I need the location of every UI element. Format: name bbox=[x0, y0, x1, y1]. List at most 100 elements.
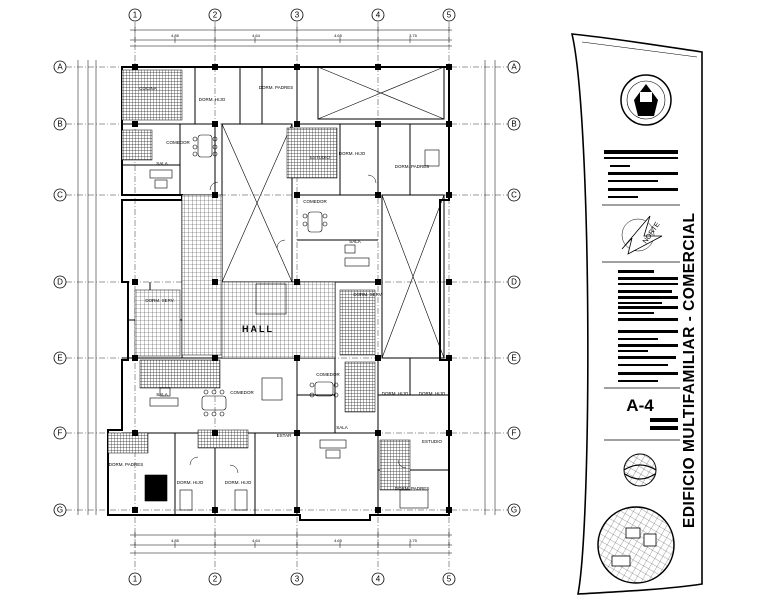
tiled-areas bbox=[107, 69, 411, 491]
svg-text:4.65: 4.65 bbox=[334, 33, 343, 38]
svg-text:4: 4 bbox=[376, 11, 381, 20]
dorm-serv-label-2: DORM. SERV. bbox=[353, 292, 382, 297]
north-arrow-icon: NORTE bbox=[621, 215, 663, 255]
sala-label-1: SALA bbox=[156, 161, 168, 166]
svg-text:3: 3 bbox=[295, 11, 300, 20]
axis-5-top: 5 bbox=[442, 8, 456, 22]
svg-text:5: 5 bbox=[447, 575, 452, 584]
svg-text:4.64: 4.64 bbox=[252, 538, 261, 543]
dorm-padres-label-3: DORM. PADRES bbox=[109, 462, 143, 467]
sala-label-4: SALA bbox=[336, 425, 348, 430]
svg-text:4.85: 4.85 bbox=[171, 33, 180, 38]
svg-text:B: B bbox=[511, 120, 516, 129]
axis-f-right: F bbox=[507, 426, 521, 440]
title-block-notes bbox=[618, 270, 678, 382]
axis-c-right: C bbox=[507, 188, 521, 202]
axis-3-top: 3 bbox=[290, 8, 304, 22]
svg-text:C: C bbox=[511, 191, 517, 200]
door-swings bbox=[189, 174, 407, 474]
row-axis-bubbles: A B C D E F G A B C D E F G bbox=[53, 60, 521, 517]
dorm-padres-label-2: DORM. PADRES bbox=[395, 164, 429, 169]
dorm-serv-label-1: DORM. SERV. bbox=[145, 298, 174, 303]
location-map bbox=[597, 506, 675, 584]
axis-g-right: G bbox=[507, 503, 521, 517]
svg-text:5: 5 bbox=[447, 11, 452, 20]
estudio-label-1: ESTUDIO bbox=[310, 155, 331, 160]
svg-text:2: 2 bbox=[213, 11, 218, 20]
svg-text:4.65: 4.65 bbox=[334, 538, 343, 543]
svg-text:A: A bbox=[57, 63, 63, 72]
axis-a-right: A bbox=[507, 60, 521, 74]
university-seal-logo bbox=[620, 74, 672, 126]
svg-text:1: 1 bbox=[133, 575, 138, 584]
dorm-hijo-label-5: DORM. HIJO bbox=[382, 391, 409, 396]
svg-text:3: 3 bbox=[295, 575, 300, 584]
axis-b-right: B bbox=[507, 117, 521, 131]
estudio-label-2: ESTUDIO bbox=[422, 439, 443, 444]
axis-d-right: D bbox=[507, 275, 521, 289]
axis-1-bottom: 1 bbox=[128, 572, 142, 586]
axis-g-left: G bbox=[53, 503, 67, 517]
globe-logo bbox=[623, 453, 657, 487]
light-well-crosses bbox=[221, 66, 445, 359]
axis-e-right: E bbox=[507, 351, 521, 365]
dorm-padres-label-1: DORM. PADRES bbox=[259, 85, 293, 90]
svg-text:4: 4 bbox=[376, 575, 381, 584]
svg-text:B: B bbox=[57, 120, 62, 129]
svg-text:G: G bbox=[57, 506, 63, 515]
svg-text:A: A bbox=[511, 63, 517, 72]
axis-4-bottom: 4 bbox=[371, 572, 385, 586]
svg-text:F: F bbox=[512, 429, 517, 438]
axis-a-left: A bbox=[53, 60, 67, 74]
axis-2-top: 2 bbox=[208, 8, 222, 22]
svg-text:D: D bbox=[511, 278, 517, 287]
svg-text:F: F bbox=[58, 429, 63, 438]
axis-2-bottom: 2 bbox=[208, 572, 222, 586]
svg-text:4.85: 4.85 bbox=[171, 538, 180, 543]
column-axis-bubbles: 1 2 3 4 5 1 2 3 4 5 bbox=[128, 8, 456, 586]
structural-columns bbox=[132, 64, 452, 513]
comedor-label-4: COMEDOR bbox=[316, 372, 340, 377]
svg-text:E: E bbox=[57, 354, 62, 363]
dorm-hijo-label-2: DORM. HIJO bbox=[339, 151, 366, 156]
svg-text:D: D bbox=[57, 278, 63, 287]
svg-text:G: G bbox=[511, 506, 517, 515]
comedor-label-3: COMEDOR bbox=[230, 390, 254, 395]
hall-label: HALL bbox=[242, 324, 274, 334]
axis-3-bottom: 3 bbox=[290, 572, 304, 586]
dorm-hijo-label-6: DORM. HIJO bbox=[419, 391, 446, 396]
svg-text:E: E bbox=[511, 354, 516, 363]
dorm-hijo-label-1: DORM. HIJO bbox=[199, 97, 226, 102]
svg-text:3.75: 3.75 bbox=[409, 538, 418, 543]
axis-c-left: C bbox=[53, 188, 67, 202]
axis-5-bottom: 5 bbox=[442, 572, 456, 586]
dimension-texts: 4.85 4.64 4.65 3.75 4.85 4.64 4.65 3.75 bbox=[171, 33, 418, 543]
axis-1-top: 1 bbox=[128, 8, 142, 22]
axis-b-left: B bbox=[53, 117, 67, 131]
title-block: NORTE A-4 bbox=[570, 33, 703, 595]
title-block-info-bars bbox=[604, 150, 678, 198]
axis-f-left: F bbox=[53, 426, 67, 440]
dorm-hijo-label-4: DORM. HIJO bbox=[225, 480, 252, 485]
room-labels: HALL ESTAR SALA SALA SALA SALA COMEDOR C… bbox=[109, 85, 446, 491]
svg-text:3.75: 3.75 bbox=[409, 33, 418, 38]
exterior-walls bbox=[107, 66, 450, 521]
axis-d-left: D bbox=[53, 275, 67, 289]
svg-text:2: 2 bbox=[213, 575, 218, 584]
axis-4-top: 4 bbox=[371, 8, 385, 22]
svg-text:4.64: 4.64 bbox=[252, 33, 261, 38]
sheet-number: A-4 bbox=[626, 396, 654, 415]
cocina-label: COCINA bbox=[139, 86, 157, 91]
axis-e-left: E bbox=[53, 351, 67, 365]
comedor-label-1: COMEDOR bbox=[166, 140, 190, 145]
svg-text:C: C bbox=[57, 191, 63, 200]
dorm-hijo-label-3: DORM. HIJO bbox=[177, 480, 204, 485]
svg-text:1: 1 bbox=[133, 11, 138, 20]
estar-label: ESTAR bbox=[277, 433, 292, 438]
project-title: EDIFICIO MULTIFAMILIAR - COMERCIAL bbox=[681, 213, 698, 529]
sala-label-3: SALA bbox=[156, 392, 168, 397]
furniture bbox=[144, 134, 440, 511]
dorm-padres-label-4: DORM. PADRES bbox=[395, 486, 429, 491]
sala-label-2: SALA bbox=[349, 239, 361, 244]
